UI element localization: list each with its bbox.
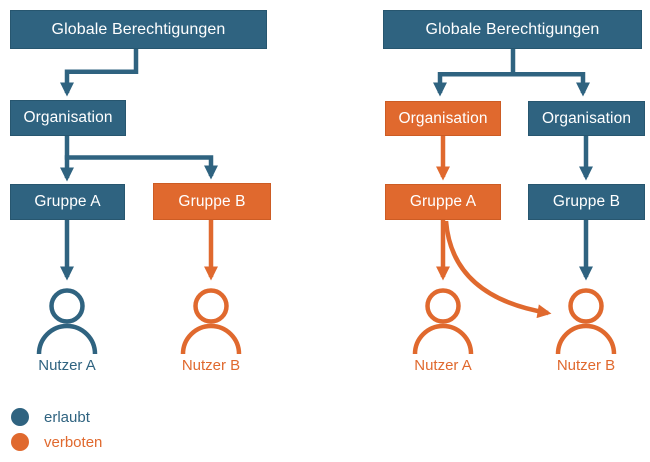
right-user-b-label: Nutzer B [556,357,616,374]
left-node-group-b: Gruppe B [153,183,271,220]
left-node-group-a: Gruppe A [10,184,125,220]
left-node-global-permissions: Globale Berechtigungen [10,10,267,49]
right-connector-root-split [440,49,583,77]
left-user-a-label: Nutzer A [38,357,96,374]
legend-label-forbidden: verboten [44,433,103,451]
right-node-group-b: Gruppe B [528,184,645,220]
right-user-a-icon [412,288,474,355]
right-user-a-label: Nutzer A [414,357,472,374]
left-node-organisation: Organisation [10,100,126,136]
right-connector-group-a-to-user-b-curved-arrow [443,220,552,319]
legend-label-allowed: erlaubt [44,408,90,426]
left-connector-org-to-group-b-arrow [64,155,218,180]
right-node-group-a: Gruppe A [385,184,501,220]
legend: erlaubt verboten [11,408,102,458]
allowed-dot-icon [11,408,29,426]
left-user-b-label: Nutzer B [181,357,241,374]
right-node-organisation-b: Organisation [528,101,645,136]
right-node-global-permissions: Globale Berechtigungen [383,10,642,49]
forbidden-dot-icon [11,433,29,451]
legend-item-allowed: erlaubt [11,408,102,426]
left-connector-root-to-org-arrow [60,49,139,97]
left-user-a-icon [36,288,98,355]
left-user-b-icon [180,288,242,355]
legend-item-forbidden: verboten [11,433,102,451]
right-user-b-icon [555,288,617,355]
right-node-organisation-a: Organisation [385,101,501,136]
